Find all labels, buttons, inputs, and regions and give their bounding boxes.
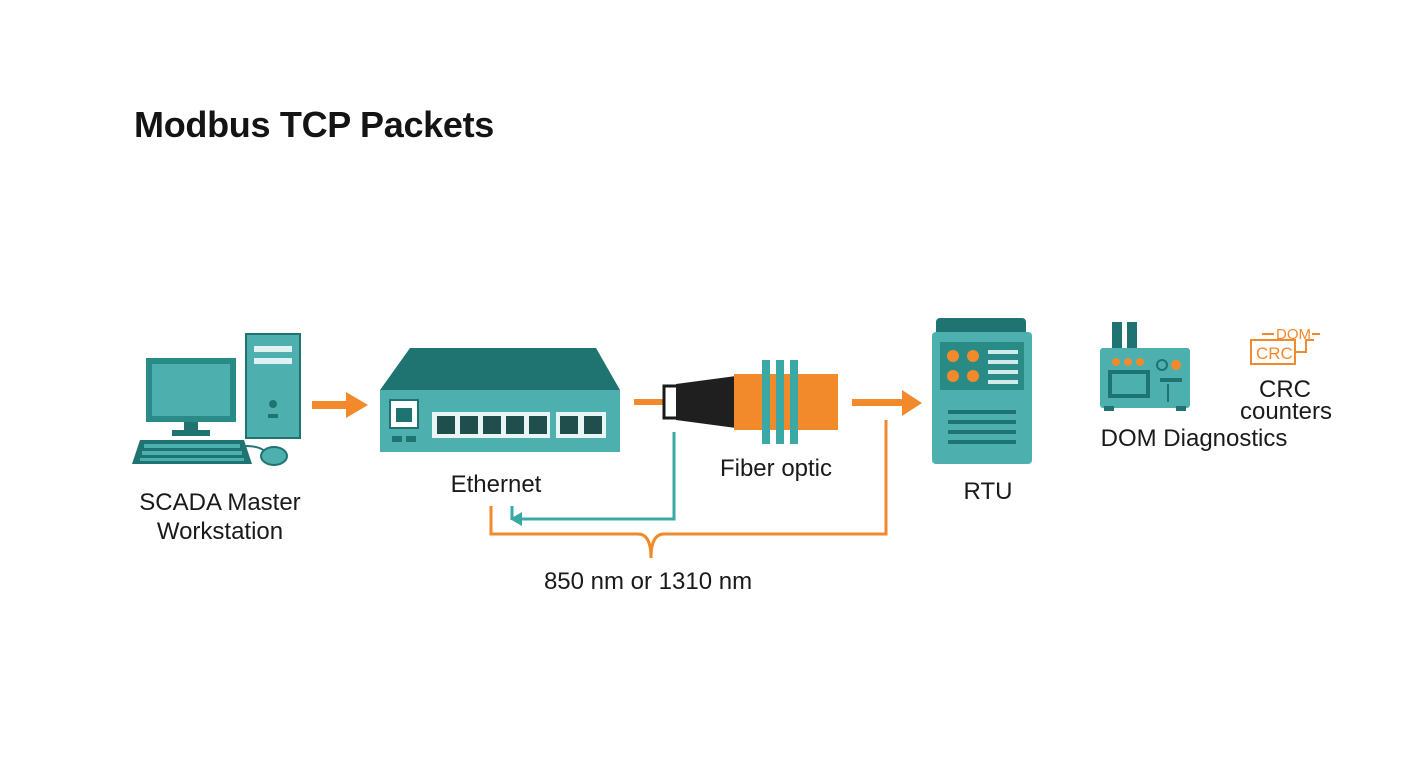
wavelength-label: 850 nm or 1310 nm <box>543 568 753 595</box>
dom-diagnostics-label: DOM Diagnostics <box>1100 425 1288 452</box>
svg-text:CRC: CRC <box>1256 344 1293 363</box>
rtu-label: RTU <box>963 478 1013 505</box>
svg-text:DOM: DOM <box>1276 326 1311 343</box>
rtu-device-icon <box>932 318 1032 464</box>
scada-label-line1: SCADA Master <box>139 489 301 516</box>
arrow-right-icon <box>312 392 368 418</box>
computer-icon <box>132 333 301 466</box>
fiber-optic-connector-icon <box>634 360 838 444</box>
teal-return-line <box>510 432 676 526</box>
diagnostics-device-icon <box>1100 322 1190 411</box>
crc-counter-icon: DOM CRC <box>1250 326 1320 365</box>
crc-label-line1: CRC <box>1259 376 1311 403</box>
scada-label-line2: Workstation <box>156 518 284 545</box>
ethernet-switch-icon <box>380 348 620 452</box>
ethernet-label: Ethernet <box>450 471 542 498</box>
diagram-title: Modbus TCP Packets <box>134 104 495 145</box>
fiber-label: Fiber optic <box>719 455 833 482</box>
arrow-right-icon <box>852 390 922 416</box>
crc-label-line2: counters <box>1239 398 1333 425</box>
wavelength-bracket <box>489 420 888 559</box>
